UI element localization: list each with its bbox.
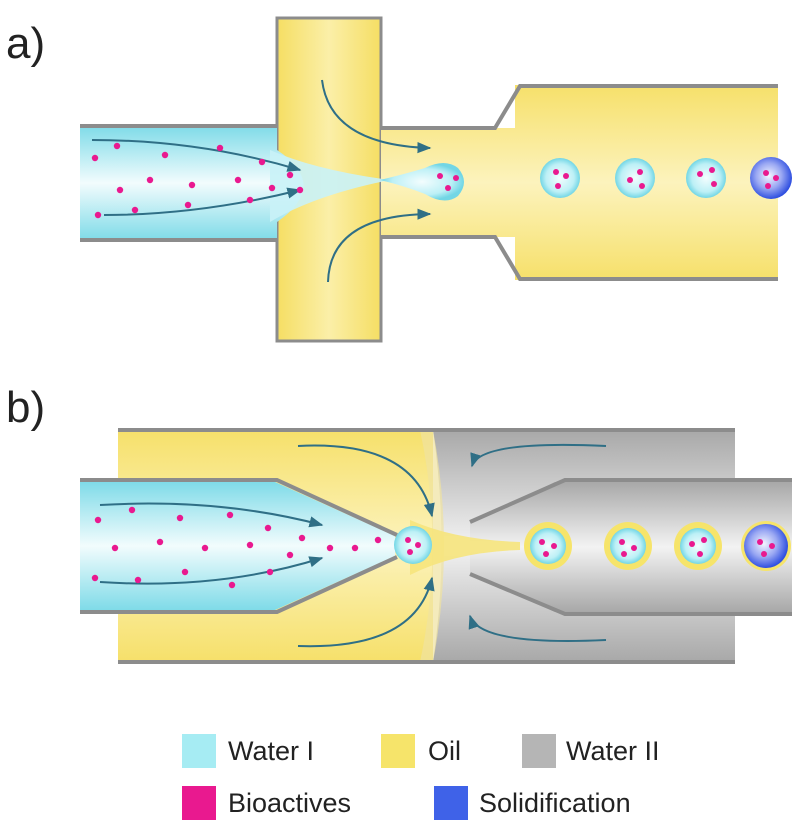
oil-outlet-channel bbox=[381, 85, 778, 280]
panel-b-label: b) bbox=[6, 383, 45, 432]
legend-label-solidification: Solidification bbox=[479, 788, 631, 818]
outlet-walls bbox=[381, 84, 778, 281]
legend: Water I Oil Water II Bioactives Solidifi… bbox=[182, 734, 660, 820]
injection-capillary bbox=[80, 482, 395, 610]
legend-swatch-oil bbox=[381, 734, 415, 768]
panel-a-device bbox=[80, 16, 778, 343]
legend-label-bioactives: Bioactives bbox=[228, 788, 351, 818]
double-emulsion-droplet bbox=[524, 522, 572, 570]
legend-item-oil: Oil bbox=[381, 734, 461, 768]
legend-swatch-solidification bbox=[434, 786, 468, 820]
droplet bbox=[686, 158, 726, 198]
legend-item-water1: Water I bbox=[182, 734, 314, 768]
panel-a-flow-arrows bbox=[91, 79, 432, 283]
legend-swatch-water1 bbox=[182, 734, 216, 768]
legend-swatch-bioactives bbox=[182, 786, 216, 820]
panel-b-flow-arrows bbox=[99, 443, 607, 648]
legend-label-water2: Water II bbox=[566, 736, 660, 766]
solidified-particle bbox=[741, 521, 791, 571]
legend-item-water2: Water II bbox=[522, 734, 660, 768]
injection-capillary-walls bbox=[80, 478, 398, 614]
legend-label-oil: Oil bbox=[428, 736, 461, 766]
legend-item-bioactives: Bioactives bbox=[182, 786, 351, 820]
panel-a-droplets bbox=[540, 157, 792, 199]
budding-droplet bbox=[380, 163, 464, 201]
panel-a-bioactives bbox=[91, 142, 459, 219]
double-emulsion-droplet bbox=[674, 522, 722, 570]
droplet bbox=[540, 158, 580, 198]
panel-b-device bbox=[80, 428, 792, 664]
collection-capillary-walls bbox=[469, 478, 792, 616]
forming-droplet bbox=[394, 526, 432, 564]
double-emulsion-droplet bbox=[604, 522, 652, 570]
legend-swatch-water2 bbox=[522, 734, 556, 768]
panel-b-droplets bbox=[524, 521, 791, 571]
panel-a-label: a) bbox=[6, 19, 45, 68]
legend-label-water1: Water I bbox=[228, 736, 314, 766]
droplet bbox=[615, 158, 655, 198]
legend-item-solidification: Solidification bbox=[434, 786, 631, 820]
panel-b-bioactives bbox=[91, 506, 421, 589]
solidified-particle bbox=[750, 157, 792, 199]
